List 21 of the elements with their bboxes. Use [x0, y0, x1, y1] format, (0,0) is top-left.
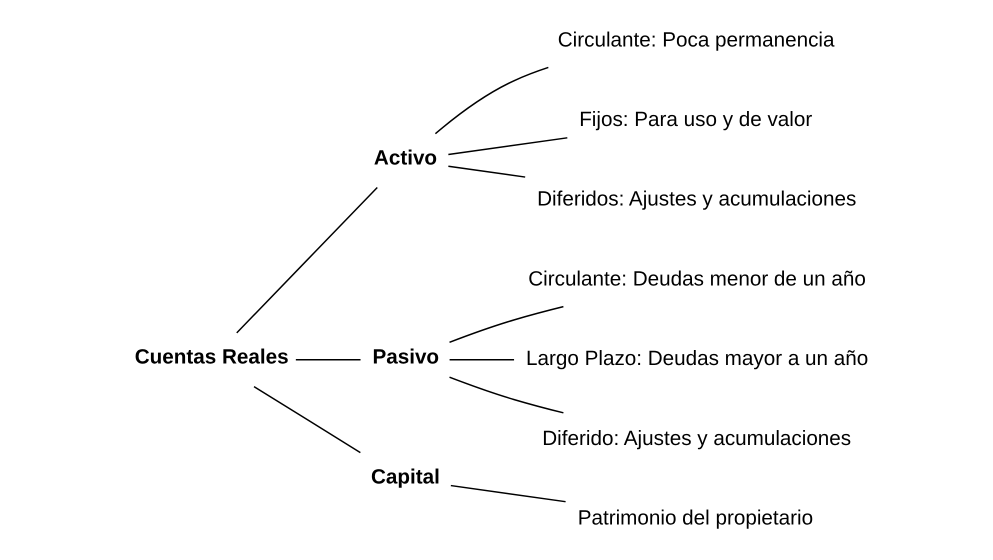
connector — [449, 376, 564, 414]
connector — [434, 66, 549, 134]
node-text: Largo Plazo: Deudas mayor a un año — [526, 347, 868, 370]
node-text: Circulante: Poca permanencia — [558, 28, 834, 52]
connector — [254, 386, 361, 454]
node-text: Capital — [370, 465, 440, 488]
connector — [448, 166, 526, 178]
node-text: Diferidos: Ajustes y acumulaciones — [537, 188, 856, 211]
connector — [296, 359, 361, 360]
node-text: Fijos: Para uso y de valor — [579, 108, 812, 131]
node-text: Circulante: Deudas menor de un año — [528, 267, 866, 290]
connector — [236, 186, 378, 334]
node-text: Pasivo — [372, 346, 440, 369]
node-text: Diferido: Ajustes y acumulaciones — [542, 426, 852, 450]
connector — [450, 484, 566, 502]
node-text: Patrimonio del propietario — [578, 506, 814, 530]
node-text: Activo — [374, 146, 438, 170]
node-text: Cuentas Reales — [134, 346, 289, 369]
connector — [448, 137, 568, 156]
connector — [449, 306, 564, 343]
connector — [450, 359, 514, 360]
